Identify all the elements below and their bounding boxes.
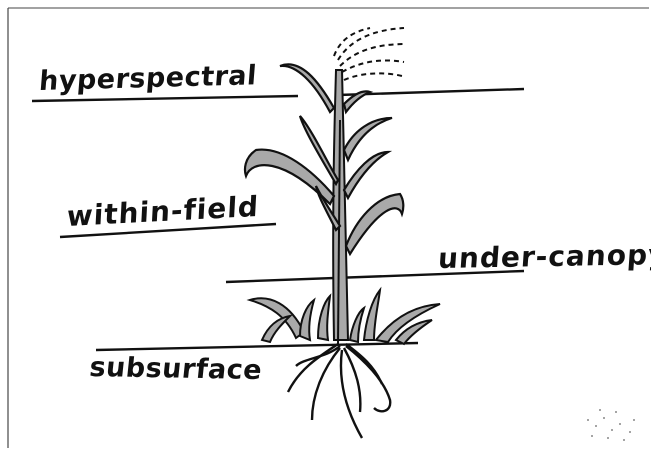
leaf-mid-right [344, 152, 388, 198]
label-subsurface: subsurface [88, 352, 264, 386]
label-under-canopy: under-canopy [437, 238, 651, 275]
ground-level-line [96, 343, 418, 350]
roots [288, 344, 390, 438]
label-hyperspectral: hyperspectral [38, 60, 258, 97]
hyperspectral-level-line [32, 96, 298, 101]
leaf-top-left [280, 64, 334, 112]
leaf-lower-right [346, 194, 403, 254]
tassel [334, 28, 406, 80]
scan-speckle [587, 409, 635, 441]
